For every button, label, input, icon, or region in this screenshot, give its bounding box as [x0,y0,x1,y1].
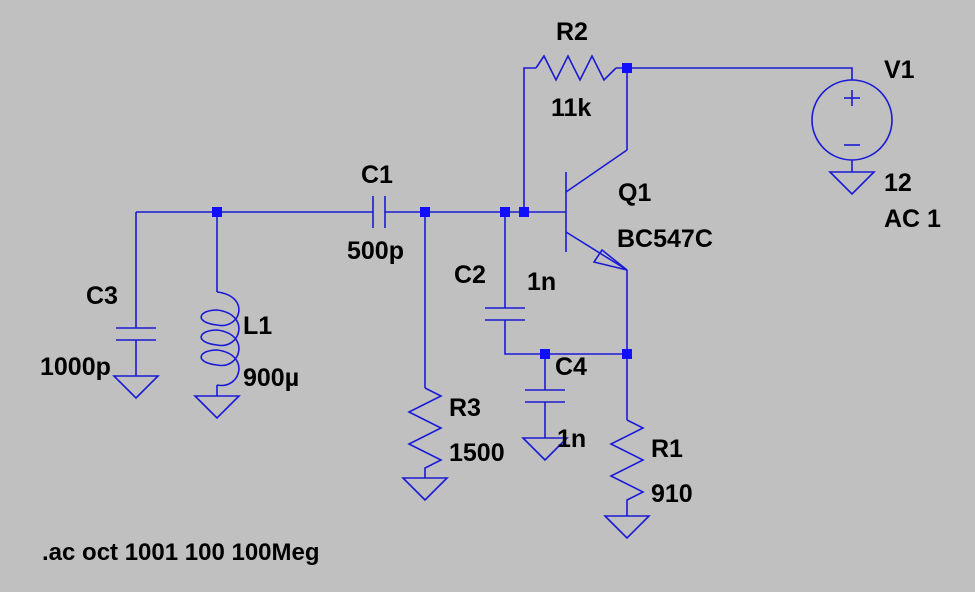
spice-directive[interactable]: .ac oct 1001 100 100Meg [42,539,320,566]
transistor-q1-collector-leg [565,149,628,193]
ground-icon-c4 [521,437,569,462]
q1-name-label: Q1 [618,179,651,207]
ground-icon-c3 [112,375,160,400]
junction-dot [519,207,529,217]
resistor-r3-zigzag [407,387,443,478]
r3-value-label: 1500 [449,439,505,467]
inductor-l1-coil [200,291,240,387]
inductor-l1[interactable] [200,291,240,396]
c1-name-label: C1 [361,161,393,189]
wire-c2-bottom[interactable] [504,320,627,355]
junction-dot [622,63,632,73]
grounds [112,171,876,540]
c2-value-label: 1n [527,268,556,296]
wire-r2-left[interactable] [523,67,536,212]
c3-value-label: 1000p [40,353,111,381]
v1-ac-label: AC 1 [884,205,941,233]
r3-name-label: R3 [449,394,481,422]
resistor-r2-zigzag [535,54,617,82]
r1-value-label: 910 [651,480,693,508]
c1-value-label: 500p [347,237,404,265]
l1-name-label: L1 [243,312,272,340]
junction-dot [420,207,430,217]
capacitor-c3[interactable] [116,327,156,341]
wires [135,67,853,438]
v1-name-label: V1 [884,56,915,84]
resistor-r1-zigzag [609,419,645,516]
ground-icon-r1 [603,515,651,540]
resistor-r3[interactable] [407,387,443,478]
c3-name-label: C3 [86,282,118,310]
r2-name-label: R2 [556,18,588,46]
ground-icon-l1 [193,395,241,420]
c2-name-label: C2 [454,261,486,289]
ground-icon-v1 [828,171,876,196]
junction-dot [500,207,510,217]
junction-dot [622,349,632,359]
r1-name-label: R1 [651,435,683,463]
junction-dot [212,207,222,217]
resistor-r2[interactable] [535,54,617,82]
capacitor-c2[interactable] [485,307,525,321]
transistor-q1-emitter-leg [565,231,628,271]
q1-value-label: BC547C [617,225,713,253]
capacitor-c4[interactable] [525,389,565,403]
transistor-q1-emitter-arrow [592,248,628,271]
junction-dot [540,349,550,359]
junctions [212,63,632,359]
voltage-source-v1[interactable] [811,79,893,172]
c4-value-label: 1n [557,425,586,453]
resistor-r1[interactable] [609,419,645,516]
ground-icon-r3 [401,477,449,502]
wire-r2-right-to-v1[interactable] [616,67,853,80]
v1-value-label: 12 [884,169,912,197]
transistor-q1[interactable] [565,149,628,271]
capacitor-c1[interactable] [372,196,386,228]
labels: R2 11k V1 12 AC 1 C1 500p Q1 BC547C C2 1… [40,18,941,566]
l1-value-label: 900µ [243,364,299,392]
c4-name-label: C4 [555,353,587,381]
r2-value-label: 11k [551,94,591,122]
